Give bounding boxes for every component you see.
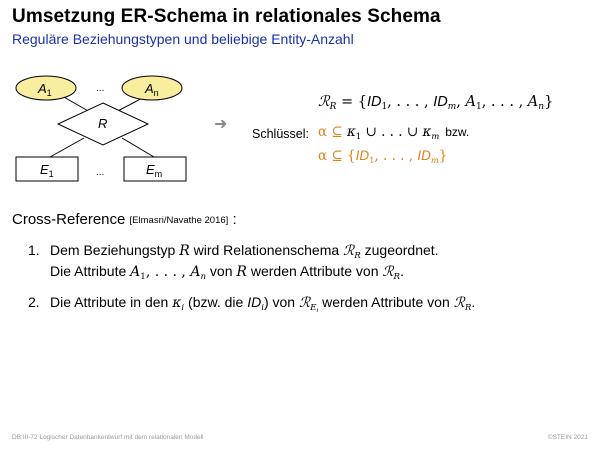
list-item-2: 2.Die Attribute in den κi (bzw. die IDi)… [28,294,476,314]
er-edge-r-e1 [49,137,85,158]
slide-subtitle: Reguläre Beziehungstypen und beliebige E… [12,31,354,47]
arrow-right-icon: ➜ [214,116,228,133]
relationship-diamond [56,102,150,146]
list-item-1-continuation: Die Attribute A1, . . . , An von R werde… [50,263,404,283]
entity-e1-box [15,156,79,182]
footer-copyright: ©STEIN 2021 [547,434,588,441]
footer-course-info: DB:III-72 Logischer Datenbankentwurf mit… [12,434,204,441]
entity-em-label: Em [146,162,162,179]
entity-e1-label: E1 [40,162,54,179]
key-label: Schlüssel: [252,127,309,141]
relationship-label: R [98,116,107,131]
er-diagram: A1 ... An R E1 ... Em [15,75,187,182]
er-edge-r-em [121,137,155,158]
slide-title: Umsetzung ER-Schema in relationales Sche… [12,6,441,27]
attribute-ellipsis: ... [96,83,104,94]
list-item-1: 1.Dem Beziehungstyp R wird Relationensch… [28,242,439,262]
attribute-an-ellipse [121,75,183,101]
er-edge-a1-r [61,95,91,113]
cross-reference-label: Cross-Reference [12,211,126,228]
attribute-an-label: An [144,81,159,98]
attribute-a1-ellipse [15,75,77,101]
entity-ellipsis: ... [96,167,104,178]
cross-reference-heading: Cross-Reference [Elmasri/Navathe 2016] : [12,211,237,228]
cross-reference-citation: [Elmasri/Navathe 2016] [129,215,229,226]
key-formula-ids: α ⊆ {ID1, . . . , IDm} [318,148,448,165]
attribute-a1-label: A1 [37,81,52,98]
entity-em-box [123,156,187,182]
relation-schema-formula: ℛR = {ID1, . . . , IDm, A1, . . . , An} [318,94,554,113]
